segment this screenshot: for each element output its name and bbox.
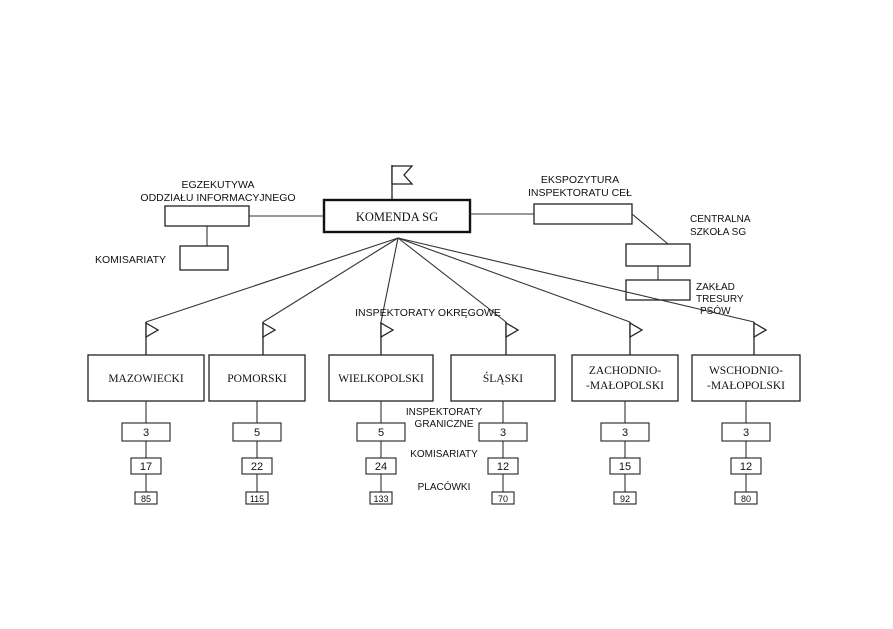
- posts-count: 115: [250, 494, 264, 504]
- inspectorate-node: POMORSKI 5 22 115: [208, 321, 306, 505]
- inspectorate-node: ŚLĄSKI 3 12 70: [450, 321, 556, 505]
- hq-spoke-line: [397, 237, 507, 323]
- kennel-box: [625, 279, 691, 301]
- region-flag-icon: [380, 321, 395, 339]
- left-unit-label-1: EGZEKUTYWA: [181, 179, 254, 191]
- stations-count: 24: [375, 461, 387, 473]
- inspectorate-node: ZACHODNIO- -MAŁOPOLSKI 3 15 92: [571, 321, 679, 505]
- region-name: ZACHODNIO-: [589, 365, 661, 377]
- right-unit-node: EKSPOZYTURA INSPEKTORATU CEŁ CENTRALNA S…: [470, 174, 751, 317]
- region-name: WIELKOPOLSKI: [338, 373, 424, 385]
- region-box: [328, 354, 434, 402]
- region-name: ŚLĄSKI: [483, 371, 523, 385]
- posts-count: 133: [373, 494, 388, 504]
- left-unit-box: [164, 205, 250, 227]
- stations-count-box: [130, 457, 162, 475]
- region-name: MAZOWIECKI: [108, 373, 184, 385]
- posts-count: 80: [741, 494, 751, 504]
- posts-count-box: [134, 491, 158, 505]
- border-count: 3: [143, 427, 149, 439]
- border-count-box: [721, 422, 771, 442]
- stations-count-box: [487, 457, 519, 475]
- region-name-line2: -MAŁOPOLSKI: [707, 380, 785, 392]
- region-flag-icon: [145, 321, 160, 339]
- region-box: [208, 354, 306, 402]
- stations-count: 12: [740, 461, 752, 473]
- stations-level-label: KOMISARIATY: [410, 449, 478, 460]
- hq-spoke-line: [145, 237, 399, 323]
- hq-spoke-line: [262, 237, 399, 323]
- posts-count: 70: [498, 494, 508, 504]
- inspectorate-node: WSCHODNIO- -MAŁOPOLSKI 3 12 80: [691, 321, 801, 505]
- border-count-box: [232, 422, 282, 442]
- hq-spoke-line: [397, 237, 631, 323]
- posts-count-box: [369, 491, 393, 505]
- border-count-box: [478, 422, 528, 442]
- border-count: 5: [378, 427, 384, 439]
- right-unit-label-2: INSPEKTORATU CEŁ: [528, 187, 632, 199]
- border-count-box: [121, 422, 171, 442]
- stations-count: 15: [619, 461, 631, 473]
- school-label-1: CENTRALNA: [690, 214, 751, 225]
- border-level-label-2: GRANICZNE: [415, 419, 474, 430]
- regional-spokes: [145, 237, 755, 323]
- border-level-label-1: INSPEKTORATY: [406, 407, 483, 418]
- right-unit-box: [533, 203, 633, 225]
- inspectorate-node: MAZOWIECKI 3 17 85: [87, 321, 205, 505]
- stations-count-box: [365, 457, 397, 475]
- border-count: 3: [622, 427, 628, 439]
- region-flag-icon: [505, 321, 520, 339]
- posts-count: 92: [620, 494, 630, 504]
- region-flag-icon: [753, 321, 768, 339]
- region-box: [450, 354, 556, 402]
- posts-count-box: [491, 491, 515, 505]
- headquarters-node: KOMENDA SG: [322, 165, 472, 234]
- region-box: [571, 354, 679, 402]
- region-flag-icon: [629, 321, 644, 339]
- stations-count-box: [241, 457, 273, 475]
- stations-count-box: [730, 457, 762, 475]
- regional-inspectorates: MAZOWIECKI 3 17 85 POMORSKI 5 22 115 WIELKOPOLSK…: [87, 321, 801, 505]
- left-sub-box: [179, 245, 229, 271]
- stations-count: 17: [140, 461, 152, 473]
- left-unit-node: EGZEKUTYWA ODDZIAŁU INFORMACYJNEGO KOMIS…: [95, 179, 324, 271]
- school-label-2: SZKOŁA SG: [690, 227, 746, 238]
- posts-count: 85: [141, 494, 151, 504]
- hq-box: [322, 198, 472, 234]
- posts-count-box: [734, 491, 758, 505]
- border-count-box: [356, 422, 406, 442]
- kennel-label-3: PSÓW: [700, 304, 731, 317]
- stations-count-box: [609, 457, 641, 475]
- border-count-box: [600, 422, 650, 442]
- border-count: 3: [743, 427, 749, 439]
- stations-count: 12: [497, 461, 509, 473]
- left-unit-label-2: ODDZIAŁU INFORMACYJNEGO: [140, 192, 295, 204]
- hq-label: KOMENDA SG: [356, 210, 438, 224]
- region-name-line2: -MAŁOPOLSKI: [586, 380, 664, 392]
- kennel-label-2: TRESURY: [696, 294, 744, 305]
- right-unit-label-1: EKSPOZYTURA: [541, 174, 619, 186]
- regional-label: INSPEKTORATY OKRĘGOWE: [355, 307, 501, 319]
- inspectorate-node: WIELKOPOLSKI 5 24 133: [328, 321, 434, 505]
- border-count: 3: [500, 427, 506, 439]
- school-box: [625, 243, 691, 267]
- hq-flag-icon: [391, 165, 414, 185]
- hq-spoke-line: [380, 237, 399, 323]
- border-count: 5: [254, 427, 260, 439]
- region-name: POMORSKI: [227, 373, 287, 385]
- region-name: WSCHODNIO-: [709, 365, 783, 377]
- region-flag-icon: [262, 321, 277, 339]
- left-sub-label: KOMISARIATY: [95, 254, 166, 266]
- posts-count-box: [613, 491, 637, 505]
- right-school-connector: [631, 213, 669, 245]
- hq-spoke-line: [397, 237, 755, 323]
- region-box: [691, 354, 801, 402]
- posts-count-box: [245, 491, 269, 505]
- posts-level-label: PLACÓWKI: [418, 480, 471, 493]
- kennel-label-1: ZAKŁAD: [696, 282, 735, 293]
- stations-count: 22: [251, 461, 263, 473]
- region-box: [87, 354, 205, 402]
